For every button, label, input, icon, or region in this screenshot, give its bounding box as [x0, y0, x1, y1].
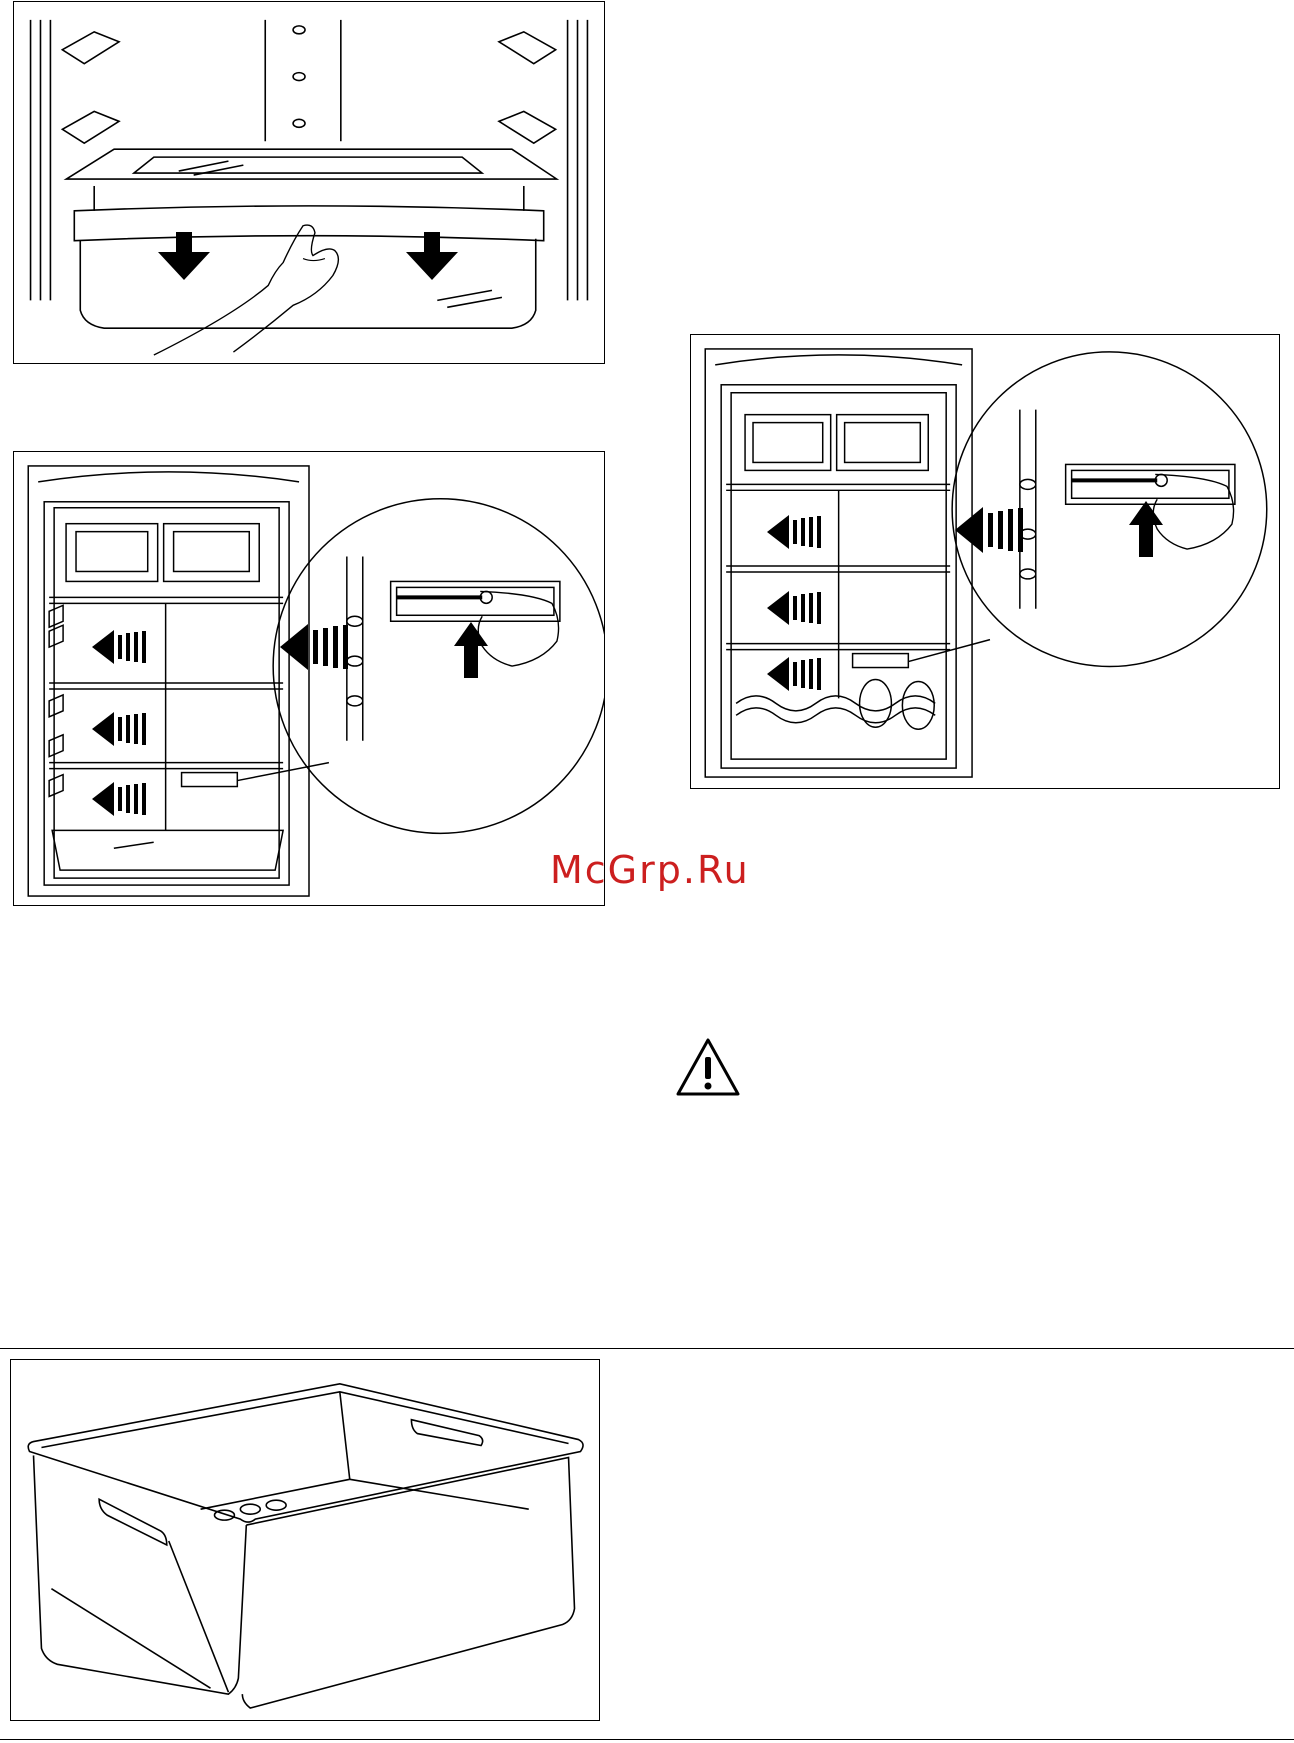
- arrow-left-icon: [767, 657, 831, 691]
- arrow-left-icon: [92, 782, 156, 816]
- crisper-drawer-illustration: [10, 1359, 600, 1721]
- arrow-down-icon: [402, 232, 462, 282]
- page-bottom-divider: [0, 1739, 1294, 1740]
- arrow-left-icon: [767, 515, 831, 549]
- arrow-left-icon: [280, 624, 358, 670]
- arrow-up-icon: [1129, 501, 1163, 557]
- drawer-removal-illustration: [13, 1, 605, 364]
- arrow-down-icon: [154, 232, 214, 282]
- arrow-left-icon: [92, 630, 156, 664]
- arrow-up-icon: [454, 622, 488, 678]
- watermark: McGrp.Ru: [550, 848, 750, 892]
- arrow-left-icon: [955, 507, 1033, 553]
- section-divider: [0, 1348, 1294, 1349]
- fridge-shelf-adjust-illustration-b: [690, 334, 1280, 789]
- warning-triangle-icon: [675, 1037, 741, 1097]
- arrow-left-icon: [92, 712, 156, 746]
- fridge-shelf-adjust-illustration-a: [13, 451, 605, 906]
- arrow-left-icon: [767, 591, 831, 625]
